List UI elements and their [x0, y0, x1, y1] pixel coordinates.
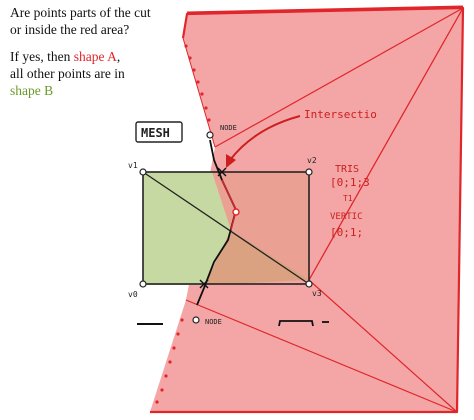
- fan-line: [308, 7, 464, 281]
- vertex-v1: [139, 168, 147, 176]
- fan-line: [185, 299, 458, 413]
- question-line-1: Are points parts of the cut: [10, 5, 151, 20]
- node-bottom-point: [192, 316, 200, 324]
- tris-sub: T1: [343, 194, 353, 203]
- node-top-label: NODE: [220, 124, 237, 132]
- v2-label: v2: [307, 156, 317, 165]
- mesh-diagonal: [142, 171, 310, 285]
- mesh-square: [142, 171, 310, 285]
- overlap-lower: [205, 230, 309, 285]
- vertex-v2: [305, 168, 313, 176]
- red-dotted-border: [155, 44, 211, 404]
- shape-b-label: shape B: [10, 83, 54, 98]
- rule-prefix: If yes, then: [10, 49, 74, 64]
- node-bottom-label: NODE: [205, 318, 222, 326]
- fan-line: [182, 37, 216, 148]
- arrow-head-icon: [226, 154, 236, 168]
- mesh-label-box: [135, 121, 183, 143]
- cross-mark-top: [217, 167, 227, 177]
- rule-line-3: If yes, then shape A,: [10, 48, 120, 65]
- vertex-v0: [139, 280, 147, 288]
- tris-value: [0;1;3: [330, 176, 370, 189]
- fan-line: [308, 279, 458, 413]
- rule-suffix: ,: [116, 49, 121, 64]
- v3-label: v3: [312, 289, 322, 298]
- v0-label: v0: [128, 290, 138, 299]
- bracket-mark: [278, 320, 314, 327]
- red-top-edge-thick: [186, 5, 464, 15]
- vertic-value: [0;1;: [330, 226, 363, 239]
- intersection-point: [232, 208, 240, 216]
- shape-b-region: [143, 172, 231, 285]
- fan-line: [186, 7, 464, 15]
- v1-label: v1: [128, 161, 138, 170]
- cross-mark-bottom: [199, 279, 209, 289]
- intersection-label: Intersectio: [304, 108, 377, 121]
- question-line-2: or inside the red area?: [10, 22, 130, 37]
- fan-line: [214, 7, 464, 148]
- mesh-label: MESH: [141, 126, 170, 140]
- tris-title: TRIS: [335, 164, 359, 175]
- node-top-point: [206, 131, 214, 139]
- vertex-v3: [305, 280, 313, 288]
- shape-a-label: shape A: [73, 49, 117, 64]
- vertic-title: VERTIC: [330, 212, 363, 222]
- intersection-arrow: [229, 115, 301, 161]
- rule-line-4: all other points are in: [10, 66, 125, 81]
